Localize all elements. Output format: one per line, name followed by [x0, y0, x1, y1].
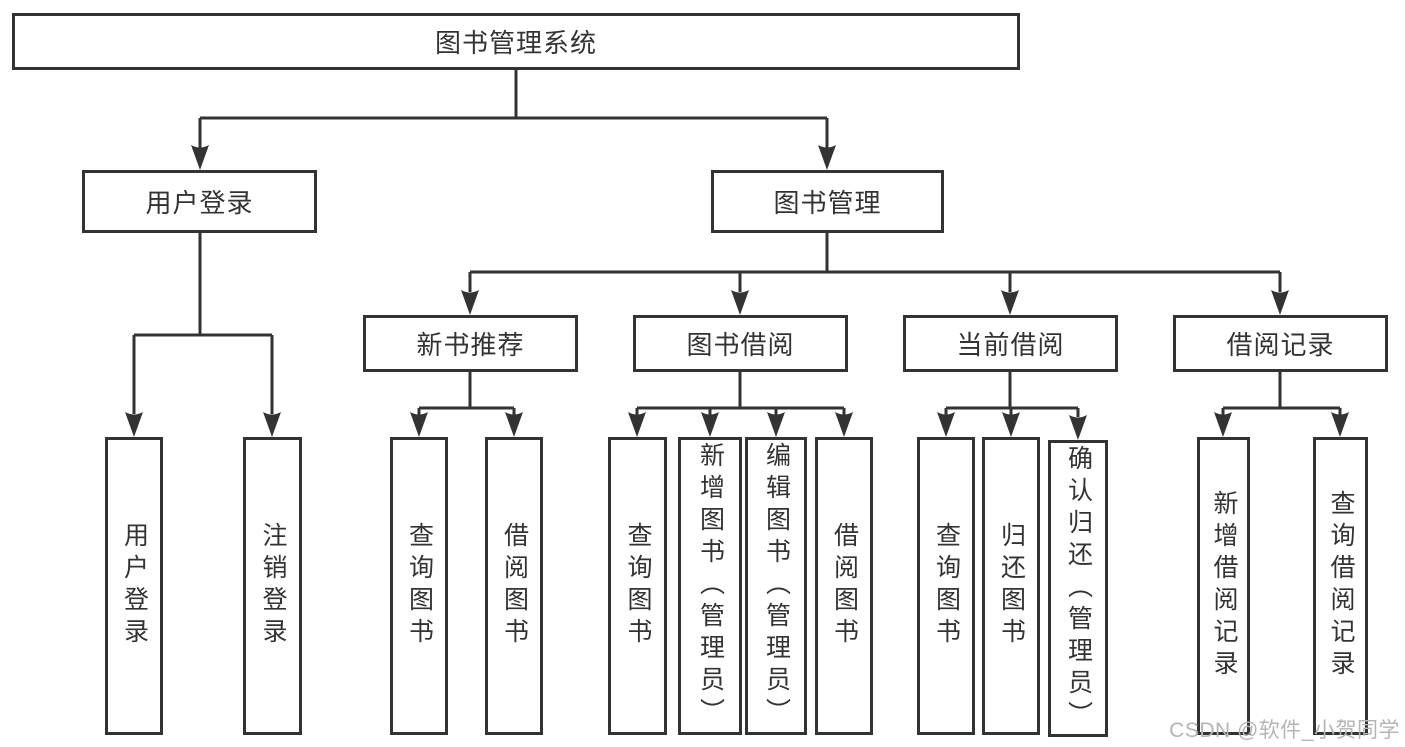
node-current-borrow-label: 当前借阅 [956, 329, 1065, 360]
leaf-current-confirm-return-admin-label: 确认归还（管理员） [1064, 444, 1093, 733]
node-current-borrow: 当前借阅 [903, 315, 1118, 372]
leaf-borrow-edit-books-admin: 编辑图书（管理员） [745, 437, 807, 735]
leaf-borrow-borrow-books-label: 借阅图书 [830, 522, 859, 650]
leaf-recommend-query-books: 查询图书 [390, 437, 448, 735]
node-user-login: 用户登录 [82, 170, 317, 233]
leaf-record-query-borrow-record-label: 查询借阅记录 [1327, 490, 1355, 682]
leaf-borrow-add-books-admin: 新增图书（管理员） [678, 437, 742, 735]
leaf-user-login-label: 用户登录 [120, 522, 149, 650]
leaf-recommend-borrow-books: 借阅图书 [485, 437, 543, 735]
leaf-current-return-books: 归还图书 [982, 437, 1040, 735]
leaf-current-return-books-label: 归还图书 [997, 522, 1026, 650]
leaf-logout-login-label: 注销登录 [259, 522, 287, 650]
node-borrow-records-label: 借阅记录 [1226, 329, 1335, 360]
leaf-record-add-borrow-record: 新增借阅记录 [1197, 437, 1250, 735]
node-book-manage-label: 图书管理 [773, 187, 882, 218]
leaf-borrow-query-books: 查询图书 [608, 437, 667, 735]
leaf-record-query-borrow-record: 查询借阅记录 [1313, 437, 1368, 735]
node-book-borrow-label: 图书借阅 [686, 329, 795, 360]
leaf-borrow-query-books-label: 查询图书 [624, 522, 652, 650]
leaf-logout-login: 注销登录 [243, 437, 302, 735]
arrowheads [125, 145, 1349, 440]
leaf-record-add-borrow-record-label: 新增借阅记录 [1210, 490, 1238, 682]
node-root: 图书管理系统 [12, 13, 1020, 70]
leaf-recommend-borrow-books-label: 借阅图书 [500, 522, 529, 650]
node-borrow-records: 借阅记录 [1173, 315, 1388, 372]
leaf-current-confirm-return-admin: 确认归还（管理员） [1048, 440, 1108, 737]
node-root-label: 图书管理系统 [434, 27, 597, 58]
leaf-recommend-query-books-label: 查询图书 [405, 522, 434, 650]
node-book-borrow: 图书借阅 [633, 315, 848, 372]
leaf-borrow-edit-books-admin-label: 编辑图书（管理员） [762, 442, 791, 730]
leaf-borrow-borrow-books: 借阅图书 [815, 437, 873, 735]
leaf-user-login: 用户登录 [105, 437, 163, 735]
leaf-current-query-books: 查询图书 [917, 437, 975, 735]
leaf-current-query-books-label: 查询图书 [932, 522, 961, 650]
node-user-login-label: 用户登录 [145, 187, 254, 218]
node-new-book-recommend-label: 新书推荐 [416, 329, 525, 360]
leaf-borrow-add-books-admin-label: 新增图书（管理员） [696, 442, 725, 730]
node-new-book-recommend: 新书推荐 [363, 315, 578, 372]
node-book-manage: 图书管理 [711, 170, 944, 233]
csdn-watermark: CSDN @软件_小贺同学 [1169, 719, 1400, 742]
